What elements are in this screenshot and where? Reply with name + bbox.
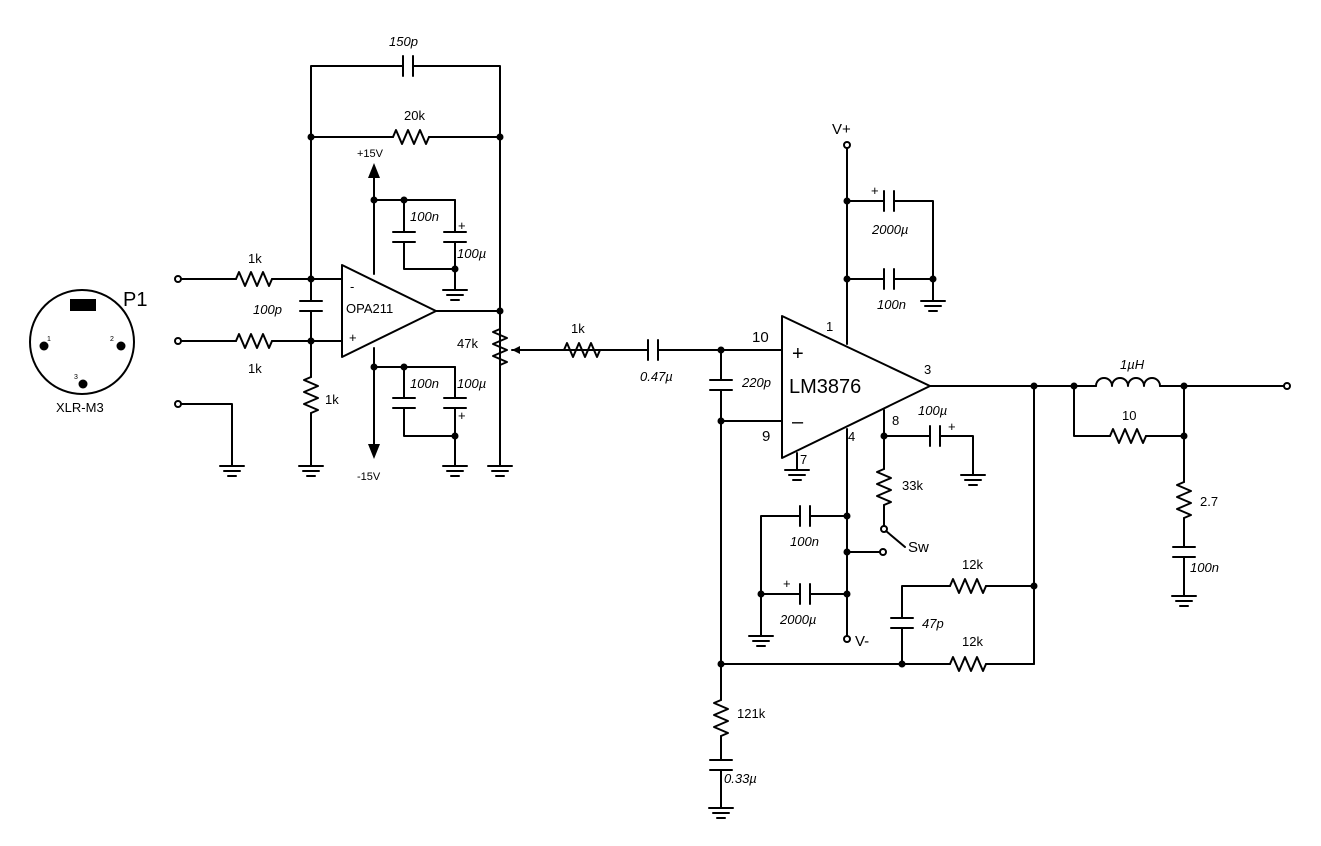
- poweramp-c-filter-label: 220p: [741, 375, 771, 390]
- poweramp-switch-label: Sw: [908, 539, 929, 556]
- preamp-dec-neg-elec-label: 100µ: [457, 376, 486, 391]
- output-zobel-r-label: 2.7: [1200, 494, 1218, 509]
- output-zobel-c-label: 100n: [1190, 560, 1219, 575]
- poweramp-vneg-ceramic-label: 100n: [790, 534, 819, 549]
- xlr-pin-3-label: 3: [74, 374, 78, 381]
- connector-type-label: XLR-M3: [56, 400, 104, 415]
- preamp-minus-label: -: [350, 279, 354, 294]
- opa211-opamp: [341, 264, 437, 358]
- poweramp-feedback-network: [720, 382, 1038, 672]
- poweramp-pin-1: 1: [826, 319, 833, 334]
- poweramp-pin-8: 8: [892, 413, 899, 428]
- poweramp-input-network: [555, 339, 783, 819]
- poweramp-pin-9: 9: [762, 428, 770, 445]
- poweramp-vneg-elec-label: 2000µ: [779, 612, 816, 627]
- xlr-pin-2-label: 2: [110, 336, 114, 343]
- output-r-parallel-label: 10: [1122, 408, 1136, 423]
- preamp-opamp-label: OPA211: [346, 301, 393, 316]
- poweramp-supply-pos-label: V+: [832, 121, 851, 138]
- preamp-dec-neg-plus-mark: +: [458, 408, 466, 423]
- poweramp-mute-cap-label: 100µ: [918, 403, 947, 418]
- output-inductor-label: 1µH: [1120, 357, 1145, 372]
- poweramp-r-fb-top-label: 12k: [962, 557, 983, 572]
- poweramp-c-fb-label: 47p: [922, 616, 944, 631]
- preamp-r-ground-label: 1k: [325, 392, 339, 407]
- poweramp-vneg-plus-mark: +: [783, 576, 791, 591]
- preamp-dec-pos-ceramic-label: 100n: [410, 209, 439, 224]
- preamp-supply-pos-label: +15V: [357, 148, 384, 160]
- preamp-supply-neg-label: -15V: [357, 471, 381, 483]
- preamp-dec-pos-elec-label: 100µ: [457, 246, 486, 261]
- poweramp-pin-10: 10: [752, 329, 769, 346]
- preamp-r-feedback-label: 20k: [404, 108, 425, 123]
- poweramp-pin-7: 7: [800, 452, 807, 467]
- poweramp-r-gnd-label: 121k: [737, 706, 766, 721]
- poweramp-supply-neg-label: V-: [855, 633, 869, 650]
- volume-pot-label: 47k: [457, 336, 478, 351]
- preamp-plus-label: +: [349, 330, 357, 345]
- preamp-r-in-bottom-label: 1k: [248, 361, 262, 376]
- preamp-dec-pos-plus-mark: +: [458, 218, 466, 233]
- poweramp-vpos-elec-label: 2000µ: [871, 222, 908, 237]
- poweramp-pin-3: 3: [924, 362, 931, 377]
- poweramp-r-in-label: 1k: [571, 321, 585, 336]
- poweramp-r-fb-bottom-label: 12k: [962, 634, 983, 649]
- poweramp-mute-res-label: 33k: [902, 478, 923, 493]
- poweramp-minus-label: –: [792, 411, 804, 433]
- preamp-r-in-top-label: 1k: [248, 251, 262, 266]
- connector-ref-label: P1: [123, 289, 147, 311]
- preamp-c-input-label: 100p: [253, 302, 282, 317]
- poweramp-vpos-plus-mark: +: [871, 183, 879, 198]
- xlr-connector: 1 2 3: [29, 289, 135, 395]
- poweramp-c-in-label: 0.47µ: [640, 369, 673, 384]
- preamp-supply-decoupling: [368, 163, 468, 477]
- lm3876-power-amp: [781, 315, 931, 481]
- poweramp-mute-cap-plus-mark: +: [948, 419, 956, 434]
- poweramp-vpos-supply: [843, 141, 946, 345]
- preamp-input-wiring: [174, 55, 601, 477]
- poweramp-plus-label: +: [792, 343, 804, 365]
- poweramp-pin-4: 4: [848, 429, 855, 444]
- poweramp-c-gnd-label: 0.33µ: [724, 771, 757, 786]
- poweramp-chip-label: LM3876: [789, 376, 861, 398]
- output-network: [1033, 377, 1291, 607]
- xlr-pin-1-label: 1: [47, 336, 51, 343]
- preamp-dec-neg-ceramic-label: 100n: [410, 376, 439, 391]
- poweramp-vneg-supply: [748, 428, 887, 647]
- poweramp-vpos-ceramic-label: 100n: [877, 297, 906, 312]
- preamp-c-feedback-label: 150p: [389, 34, 418, 49]
- poweramp-mute-network: [876, 409, 986, 548]
